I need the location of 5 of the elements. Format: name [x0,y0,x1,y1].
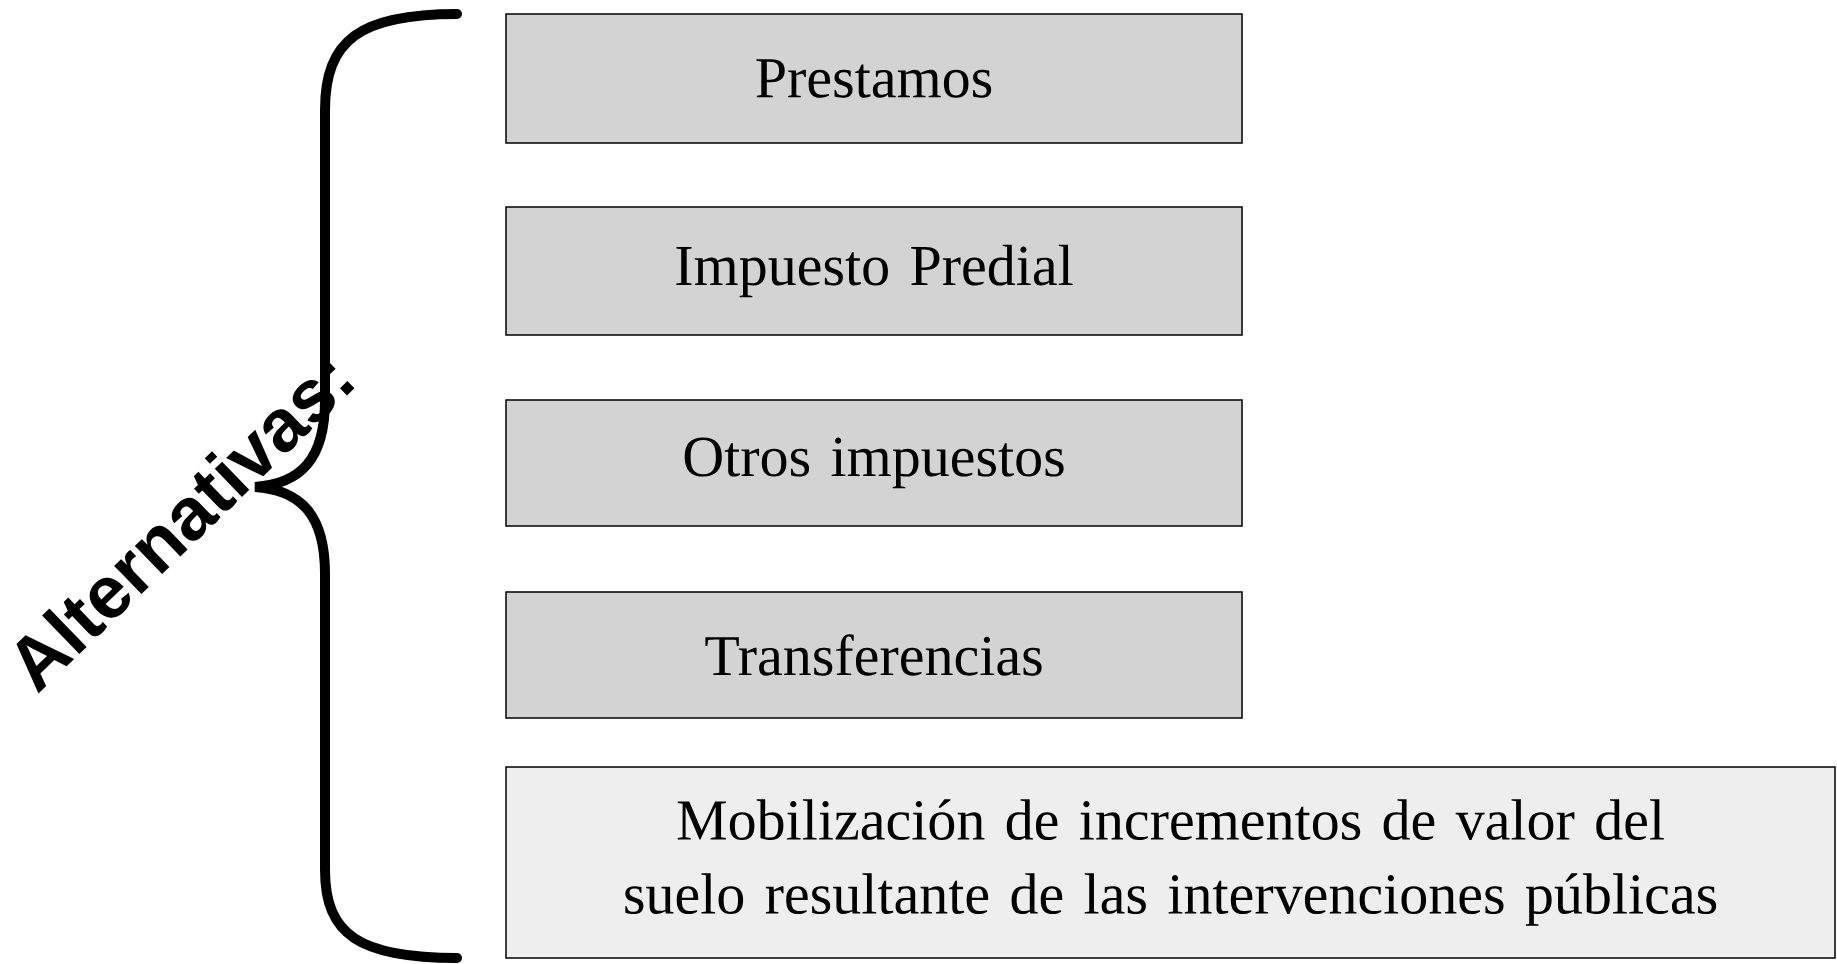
text-box: Prestamos [505,13,1243,144]
text-box: Impuesto Predial [505,206,1243,336]
text-box: Mobilización de incrementos de valor del suelo resultante de las intervenciones públicas [505,766,1836,959]
text-box: Transferencias [505,591,1243,719]
text-box: Otros impuestos [505,399,1243,527]
